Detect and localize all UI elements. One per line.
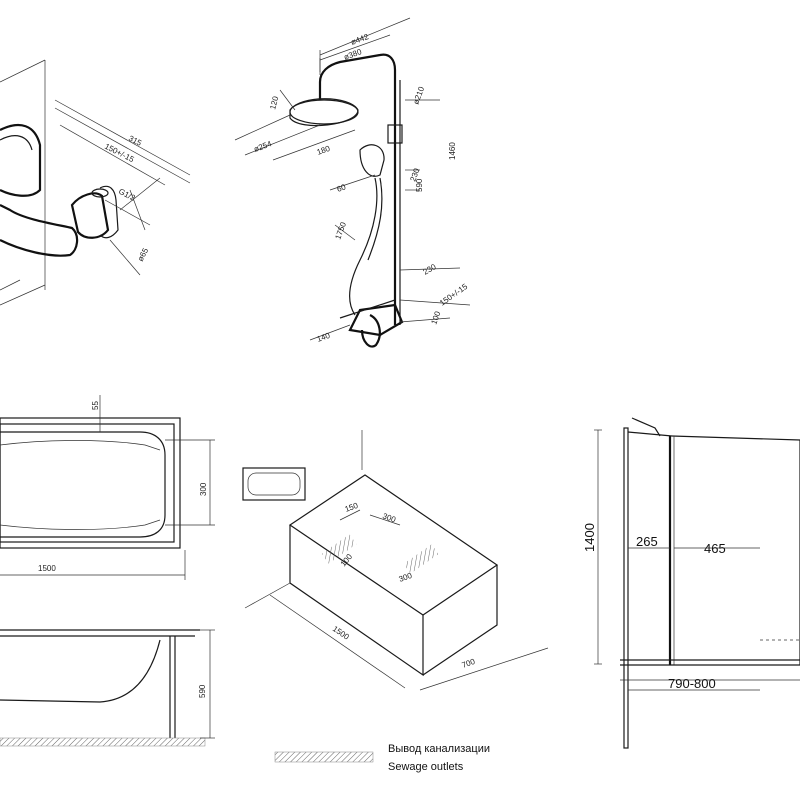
- box-dim-150: 150: [344, 501, 360, 514]
- shower-dim-230-top: 230: [408, 167, 421, 183]
- mixer-dim-65: ø65: [136, 246, 151, 263]
- mixer-labels: 315 150+/-15 G1/2 ø65: [103, 134, 150, 263]
- shower-dim-1460: 1460: [448, 142, 457, 160]
- tub-dim-55: 55: [91, 401, 100, 410]
- bathtub-box-labels: 150 300 100 300 1500 700: [331, 501, 477, 670]
- screen-dim-1400: 1400: [582, 523, 597, 552]
- screen-dim-465: 465: [704, 541, 726, 556]
- box-dim-700: 700: [461, 657, 477, 670]
- shower-dim-590: 590: [415, 178, 424, 192]
- tub-dim-1500: 1500: [38, 564, 56, 573]
- shower-system-drawing: [234, 17, 471, 348]
- shower-dim-140: 140: [316, 331, 332, 344]
- bathtub-side-view: [0, 629, 215, 747]
- shower-labels: ø442 ø380 120 ø210 ø254 1460 180 230 590…: [253, 32, 470, 344]
- shower-dim-210: ø210: [411, 85, 426, 106]
- legend: Вывод канализации Sewage outlets: [274, 743, 490, 773]
- bath-screen-drawing: [594, 417, 800, 749]
- mixer-drawing: [0, 59, 191, 306]
- shower-dim-254: ø254: [253, 139, 274, 154]
- bathtub-top-view: [0, 395, 215, 580]
- bath-screen-labels: 1400 265 465 790-800: [582, 523, 726, 691]
- box-dim-300-bottom: 300: [398, 571, 414, 584]
- shower-dim-180: 180: [316, 144, 332, 157]
- box-dim-300-top: 300: [381, 511, 397, 524]
- bathtub-top-labels: 55 300 1500: [38, 401, 208, 573]
- tub-dim-590: 590: [198, 684, 207, 698]
- bathtub-box-isometric: [242, 430, 549, 691]
- shower-dim-60: 60: [336, 182, 348, 194]
- mixer-dim-315: 315: [127, 134, 143, 148]
- mixer-dim-150: 150+/-15: [103, 142, 136, 165]
- tub-dim-300: 300: [199, 482, 208, 496]
- screen-dim-790-800: 790-800: [668, 676, 716, 691]
- legend-line-en: Sewage outlets: [388, 761, 464, 773]
- shower-dim-442: ø442: [350, 32, 371, 47]
- sewage-hatch-swatch: [274, 751, 374, 763]
- shower-dim-120: 120: [268, 95, 280, 111]
- screen-dim-265: 265: [636, 534, 658, 549]
- shower-dim-100: 100: [429, 310, 442, 326]
- legend-line-ru: Вывод канализации: [388, 743, 490, 755]
- shower-dim-1750: 1750: [333, 220, 348, 240]
- shower-dim-230-bottom: 230: [422, 262, 439, 277]
